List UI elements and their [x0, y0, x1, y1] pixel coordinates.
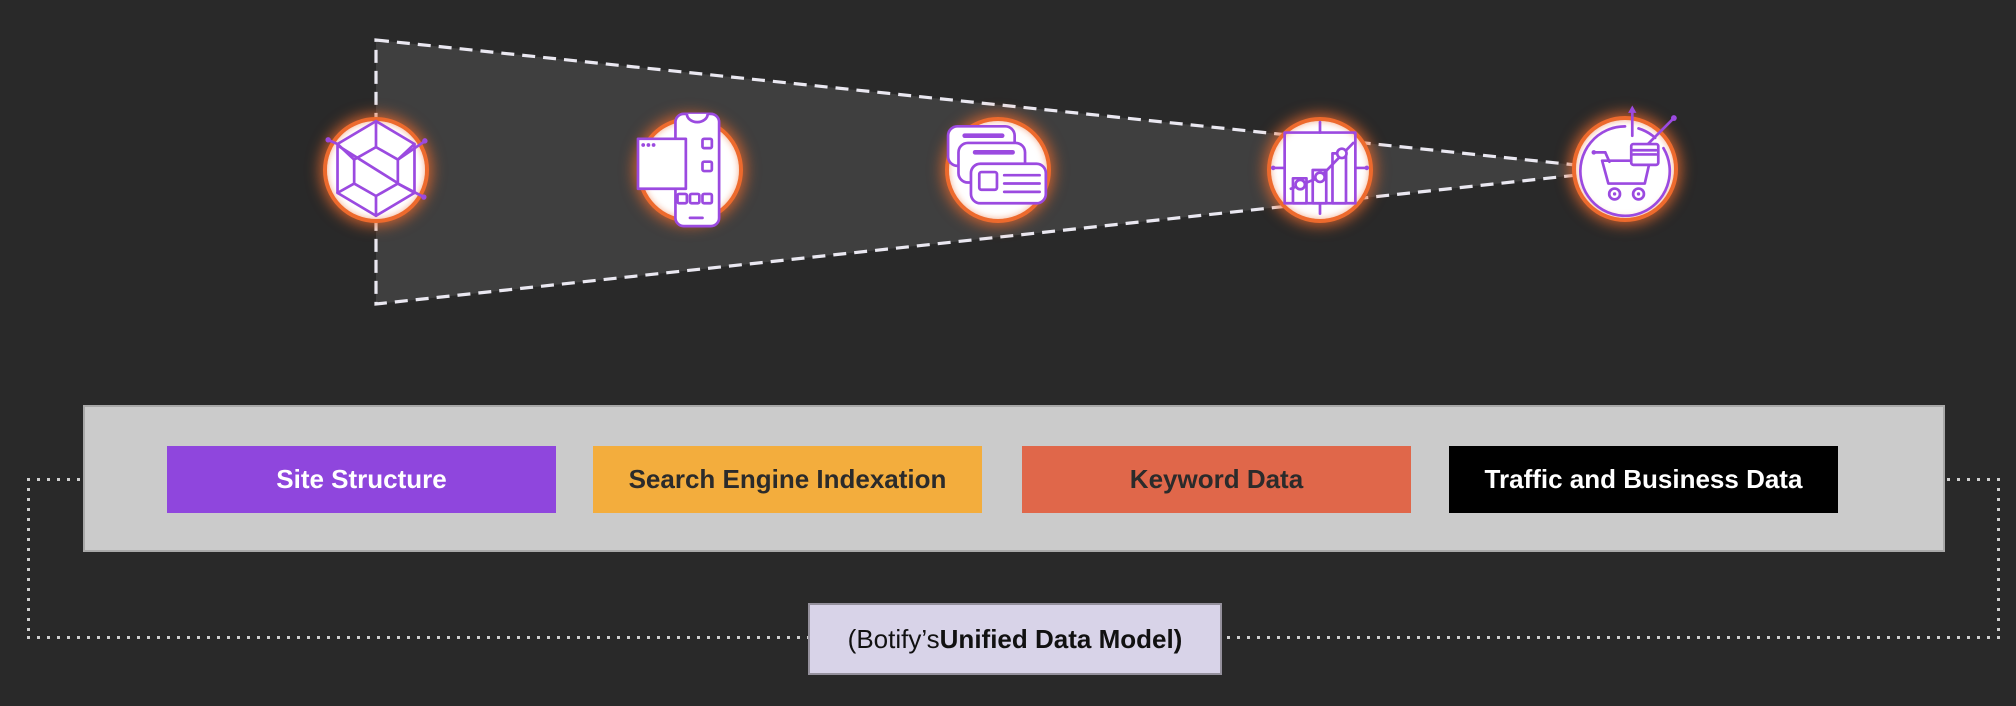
- wireframe-hexagon-glyph: [325, 119, 428, 218]
- unified-model-outline-right: [1997, 478, 2000, 639]
- chip-traffic-business-data: Traffic and Business Data: [1449, 446, 1838, 513]
- unified-data-model-label-bold: Unified Data Model): [939, 623, 1183, 654]
- chip-traffic-business-data-label: Traffic and Business Data: [1484, 464, 1803, 494]
- unified-data-model-label: (Botify’s Unified Data Model): [808, 603, 1222, 675]
- shopping-cart-glyph: [1578, 105, 1677, 218]
- chip-keyword-data: Keyword Data: [1022, 446, 1411, 513]
- ecommerce-cart-icon: [1572, 105, 1678, 222]
- smartphone-glyph: [636, 112, 721, 228]
- keyword-cards-icon: [945, 117, 1051, 223]
- unified-data-model-label-prefix: (Botify’s: [847, 623, 940, 654]
- chip-search-engine-indexation-label: Search Engine Indexation: [628, 464, 947, 494]
- chip-keyword-data-label: Keyword Data: [1129, 464, 1304, 494]
- chip-site-structure: Site Structure: [167, 446, 556, 513]
- bar-chart-glyph: [1270, 120, 1370, 216]
- mobile-indexation-icon: [636, 112, 743, 228]
- data-sources-bar: Site Structure Search Engine Indexation …: [83, 405, 1945, 552]
- site-structure-icon: [323, 117, 429, 223]
- unified-model-outline-left: [27, 478, 30, 639]
- analytics-chart-icon: [1267, 117, 1373, 223]
- chip-site-structure-label: Site Structure: [276, 464, 447, 494]
- stacked-cards-glyph: [946, 124, 1048, 205]
- chip-search-engine-indexation: Search Engine Indexation: [593, 446, 982, 513]
